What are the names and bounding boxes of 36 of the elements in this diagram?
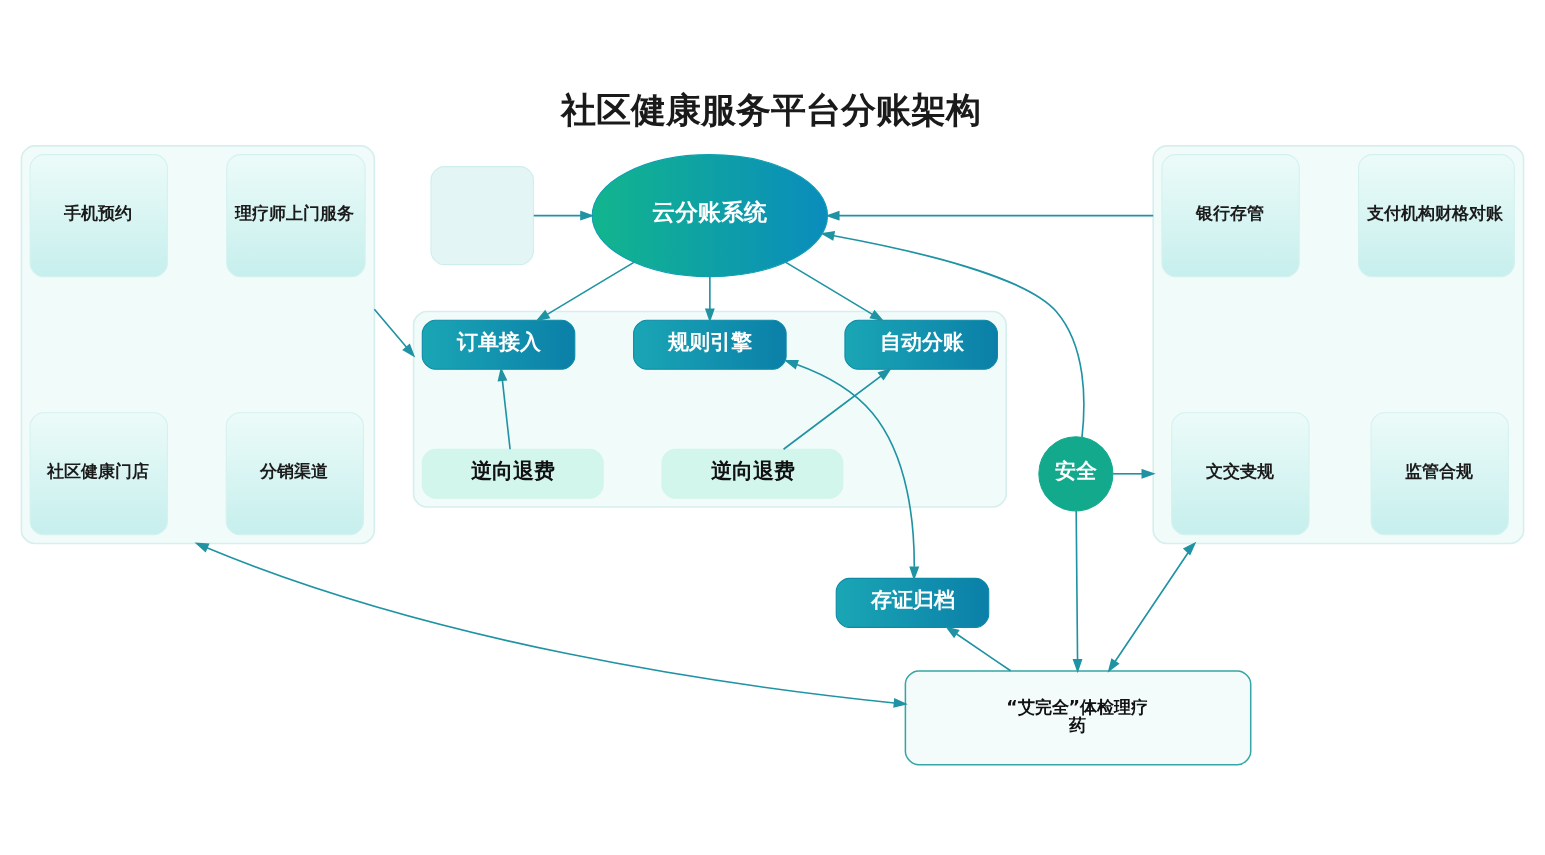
node-box: 逆向退费 [661,448,844,499]
node-box: 社区健康门店 [29,412,168,536]
node-box [430,166,534,266]
arrow [820,230,1085,438]
node-box: 支付机构财格对账 [1358,154,1515,278]
arrow [1072,510,1083,674]
cluster [20,145,376,545]
arrow [825,210,1155,221]
node-box: 银行存管 [1161,154,1300,278]
node-box: 分销渠道 [225,412,364,536]
arrow [782,367,892,451]
node-box: 理疗师上门服务 [226,154,366,278]
diagram-title: 社区健康服务平台分账架构 [561,89,982,130]
node-box: 订单接入 [421,319,576,370]
arrow [497,366,511,451]
node-box: “艾完全”体检理疗 药 [904,670,1252,766]
arrow [535,261,635,322]
node-box: 文交叏规 [1171,412,1310,536]
arrow [373,308,416,358]
node-box: 手机预约 [29,154,168,278]
arrow [704,276,715,323]
node-circle: 安全 [1038,436,1114,512]
arrow [945,626,1012,672]
node-box: 自动分账 [844,319,998,370]
node-box: 监管合规 [1370,412,1509,536]
node-box: 逆向退费 [421,448,604,499]
node-box: 存证归档 [835,577,990,628]
arrow [1112,468,1156,479]
node-ellipse: 云分账系统 [591,154,829,278]
arrow [532,210,595,221]
cluster [1152,145,1525,545]
arrow [194,542,908,708]
arrow [785,261,885,322]
node-box: 规则引擎 [633,319,787,370]
arrow [1107,541,1197,673]
arrow [783,359,920,581]
